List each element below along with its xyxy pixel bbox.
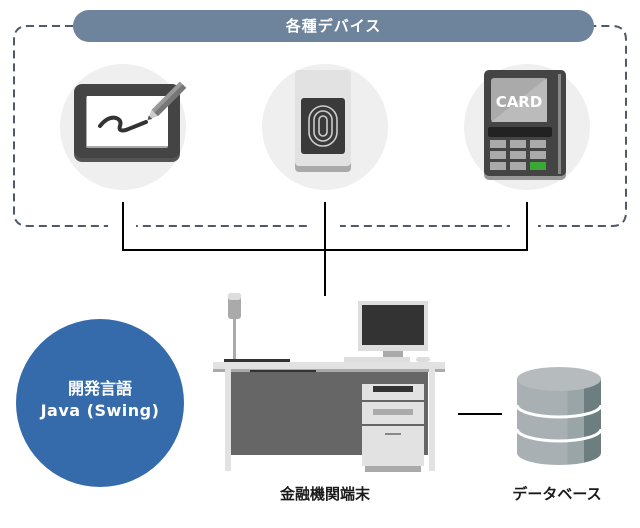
database-label: データベース bbox=[512, 485, 602, 503]
signature-tablet-icon bbox=[74, 81, 187, 162]
language-value: Java (Swing) bbox=[40, 401, 160, 420]
language-badge: 開発言語 Java (Swing) bbox=[16, 319, 184, 487]
language-label: 開発言語 bbox=[67, 379, 132, 398]
desk-computer-icon bbox=[213, 293, 445, 472]
device-connector bbox=[122, 202, 528, 296]
database-icon bbox=[515, 367, 603, 465]
card-screen-text: CARD bbox=[496, 93, 543, 111]
devices-group-title: 各種デバイス bbox=[73, 10, 594, 42]
terminal-label: 金融機関端末 bbox=[279, 485, 370, 503]
card-terminal-icon: CARD bbox=[484, 70, 566, 180]
fingerprint-icon bbox=[295, 70, 351, 172]
